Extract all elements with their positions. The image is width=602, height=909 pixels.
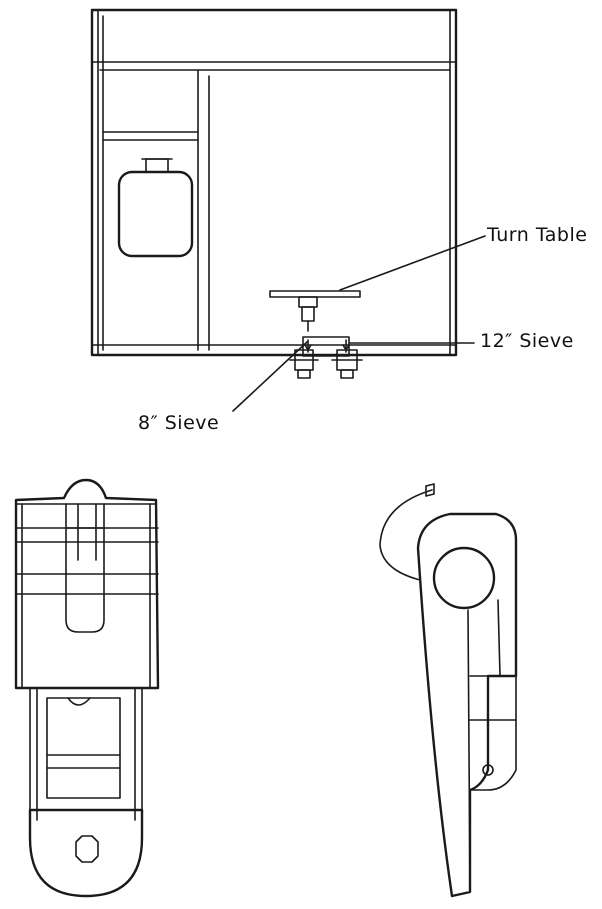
cabinet-frame — [90, 8, 458, 357]
leader-turn-table — [339, 235, 486, 291]
sieve-8-label: 8″ Sieve — [138, 412, 220, 434]
access-door — [117, 158, 194, 258]
turn-table-label: Turn Table — [487, 224, 588, 246]
clamp-front-view — [14, 478, 160, 898]
sieve-assembly — [302, 336, 350, 357]
pivot-hole — [432, 546, 496, 610]
door-latch — [145, 158, 169, 173]
cabinet-feet — [289, 349, 363, 379]
cabinet-elevation — [90, 8, 458, 357]
sieve-12-label: 12″ Sieve — [480, 330, 574, 352]
turn-table — [269, 290, 361, 332]
door-window — [117, 170, 194, 258]
arm-side-view — [379, 483, 518, 898]
leader-8-sieve — [232, 341, 308, 412]
